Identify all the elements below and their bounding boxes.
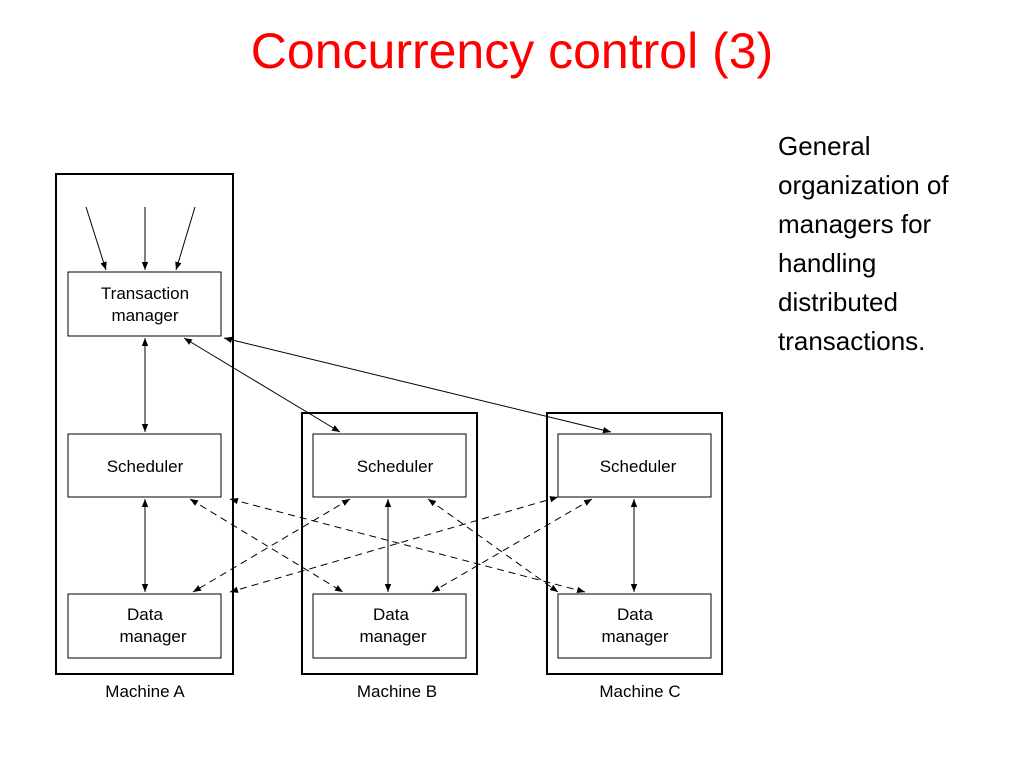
transaction-manager-label-2: manager (111, 306, 178, 325)
data-manager-c-label-2: manager (601, 627, 668, 646)
caption-line-5: distributed (778, 287, 898, 317)
caption-line-3: managers for (778, 209, 932, 239)
scheduler-c-label: Scheduler (600, 457, 677, 476)
data-manager-a-label-1: Data (127, 605, 163, 624)
data-manager-b-box (312, 593, 467, 659)
caption-line-2: organization of (778, 170, 949, 200)
incoming-arrow-left (85, 206, 107, 271)
sched-b-dm-a-arrow (192, 498, 351, 593)
caption-line-4: handling (778, 248, 877, 278)
slide-title: Concurrency control (3) (250, 23, 774, 79)
machine-b-label: Machine B (357, 682, 437, 701)
data-manager-b-label-2: manager (359, 627, 426, 646)
transaction-manager-box (67, 271, 222, 337)
sched-a-dm-b-arrow (189, 498, 344, 593)
data-manager-a-box (67, 593, 222, 659)
machine-c-label: Machine C (599, 682, 680, 701)
scheduler-b-label: Scheduler (357, 457, 434, 476)
data-manager-c-box (557, 593, 712, 659)
transaction-manager-label-1: Transaction (101, 284, 189, 303)
caption: General organization of managers for han… (778, 127, 1013, 361)
data-manager-c-label-1: Data (617, 605, 653, 624)
scheduler-a-box (67, 433, 222, 498)
machine-a-label: Machine A (105, 682, 185, 701)
tm-scheduler-c-arrow (223, 336, 612, 434)
incoming-arrow-right (175, 206, 196, 271)
sched-a-dm-c-arrow (229, 497, 586, 594)
sched-b-dm-c-arrow (427, 498, 559, 593)
tm-scheduler-b-arrow (183, 337, 341, 433)
scheduler-c-box (557, 433, 712, 498)
sched-c-dm-b-arrow (431, 498, 593, 593)
sched-c-dm-a-arrow (229, 496, 559, 593)
caption-line-1: General (778, 131, 871, 161)
data-manager-b-label-1: Data (373, 605, 409, 624)
scheduler-a-label: Scheduler (107, 457, 184, 476)
data-manager-a-label-2: manager (119, 627, 186, 646)
caption-line-6: transactions. (778, 326, 926, 356)
